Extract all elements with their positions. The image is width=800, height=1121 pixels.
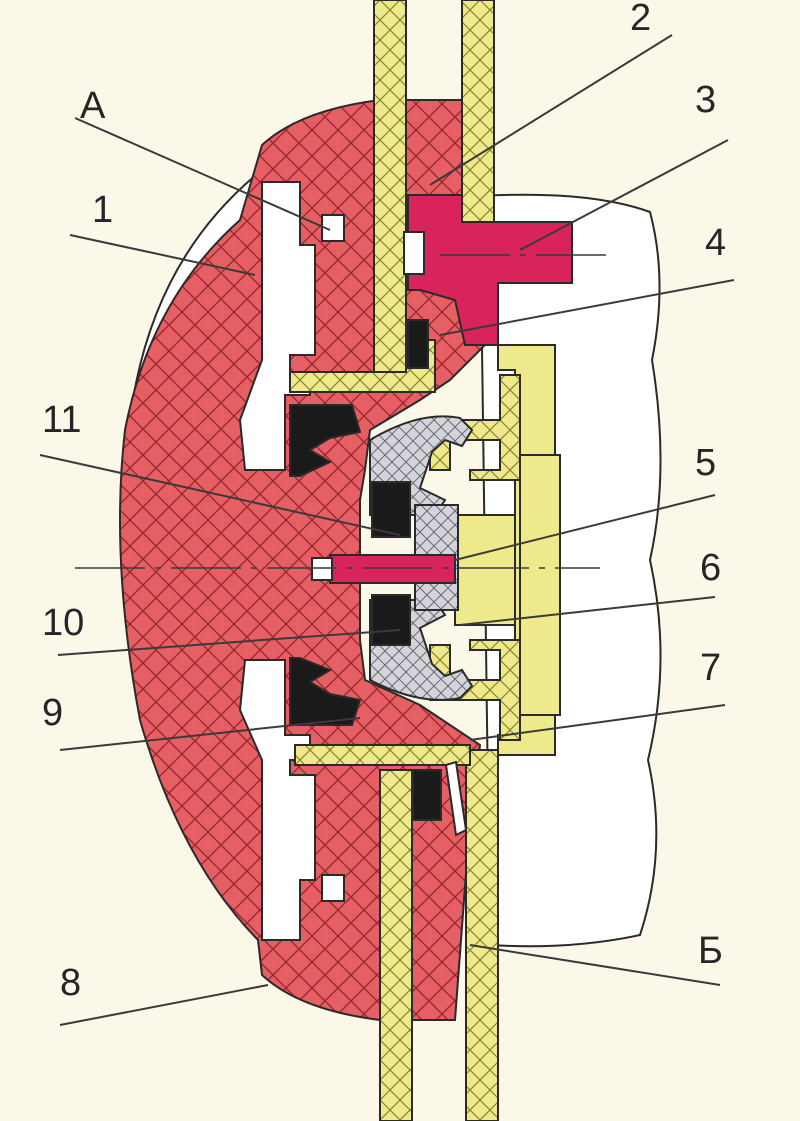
- seal-small-lower: [412, 769, 442, 821]
- callout-7: 7: [700, 647, 721, 689]
- gasket-strip: [444, 760, 468, 837]
- leader-9: [59, 717, 361, 751]
- clamp-frame-upper: [429, 374, 521, 481]
- leader-1: [69, 234, 256, 276]
- key-block-lower: [321, 874, 345, 902]
- center-pin: [329, 554, 456, 584]
- leader-3: [519, 139, 729, 251]
- pin-nut: [311, 557, 333, 581]
- callout-b: Б: [698, 930, 723, 972]
- leader-6: [459, 596, 716, 626]
- ledge-upper: [289, 339, 436, 393]
- panel-right: [461, 0, 495, 226]
- callout-a: А: [80, 85, 106, 127]
- panel-right-lower: [465, 749, 499, 1121]
- seal-lower: [289, 657, 362, 726]
- leader-7: [469, 704, 726, 741]
- callout-8: 8: [60, 962, 81, 1004]
- leader-5: [454, 494, 716, 561]
- bolt-nut: [403, 231, 425, 275]
- callout-4: 4: [705, 222, 726, 264]
- panel-left-lower: [379, 769, 413, 1121]
- callout-2: 2: [630, 0, 651, 39]
- callout-9: 9: [42, 692, 63, 734]
- leader-4: [439, 279, 735, 336]
- callout-6: 6: [700, 547, 721, 589]
- callout-5: 5: [695, 442, 716, 484]
- callout-1: 1: [92, 189, 113, 231]
- leader-2: [429, 34, 673, 186]
- seal-center-lower: [371, 594, 411, 646]
- leader-10: [57, 629, 401, 656]
- callout-11: 11: [42, 399, 81, 441]
- callout-3: 3: [695, 79, 716, 121]
- bolt-head: [407, 194, 573, 346]
- callout-10: 10: [42, 602, 84, 644]
- key-block-upper: [321, 214, 345, 242]
- leader-8: [59, 984, 269, 1026]
- leader-a: [74, 117, 331, 231]
- clamp-plate-center: [454, 514, 516, 626]
- leader-11: [39, 454, 401, 536]
- seal-small-upper: [407, 319, 429, 369]
- leader-b: [469, 944, 721, 986]
- panel-left: [373, 0, 407, 373]
- ledge-lower: [294, 744, 471, 766]
- lower-cavity: [238, 659, 316, 941]
- seal-upper: [289, 404, 362, 477]
- seal-center-upper: [371, 481, 411, 538]
- support-inner: [519, 454, 561, 716]
